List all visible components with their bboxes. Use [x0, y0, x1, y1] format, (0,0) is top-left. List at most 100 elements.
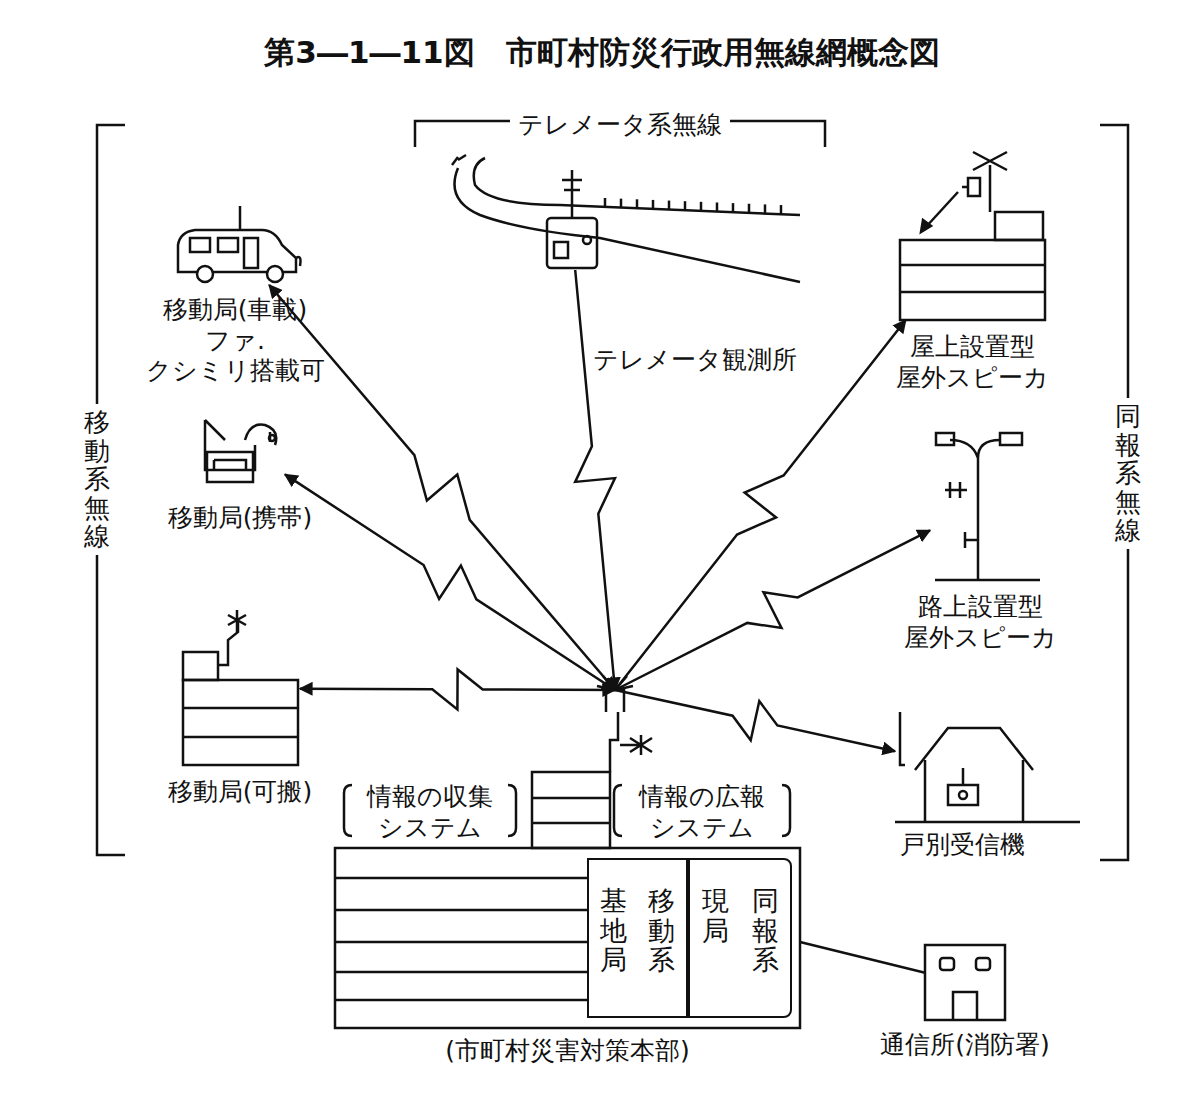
group-label: テレメータ系無線 — [510, 110, 730, 141]
station-box: 同報系現局 — [688, 858, 792, 1018]
car-icon — [178, 206, 301, 282]
portable-station-icon-part — [228, 610, 246, 632]
telemetry-icon-part — [474, 158, 800, 215]
street-speaker-icon-part — [936, 433, 954, 445]
house-icon-part — [925, 760, 1023, 822]
street-speaker-icon-part — [1000, 433, 1022, 445]
system-label: 情報の広報 システム — [639, 782, 765, 843]
tick-marks-part — [780, 205, 783, 214]
station-caption: 路上設置型 屋外スピーカ — [904, 592, 1057, 653]
portable-station-icon-part — [183, 652, 218, 680]
telemetry-icon-part — [554, 242, 568, 258]
car-icon-part — [267, 266, 283, 282]
station-node: 移動局(可搬) — [180, 612, 300, 765]
fire-station-icon-part — [925, 945, 1005, 1020]
tick-marks-part — [732, 203, 735, 212]
vertical-label: 現局 — [702, 886, 729, 945]
handheld-icon-part — [269, 435, 275, 441]
station-caption: 通信所(消防署) — [880, 1030, 1050, 1061]
portable-station-icon-part — [183, 680, 298, 765]
station-caption: テレメータ観測所 — [593, 345, 797, 376]
roof-speaker-icon-part — [962, 178, 980, 196]
hq-building-part — [532, 798, 610, 823]
vertical-label: 移動系 — [648, 886, 675, 975]
station-node: (市町村災害対策本部)移動系基地局同報系現局 — [335, 690, 800, 1028]
tick-marks-part — [700, 202, 703, 211]
station-node: 屋上設置型 屋外スピーカ — [900, 150, 1045, 320]
fire-station-icon — [925, 945, 1005, 1020]
roof-speaker-icon-part — [995, 212, 1043, 240]
telemetry-icon-part — [583, 236, 591, 244]
tick-marks-part — [764, 204, 767, 213]
car-icon-part — [239, 206, 242, 230]
station-caption: 移動局(車載) ファ.クシミリ搭載可 — [146, 295, 325, 387]
telemetry-icon — [452, 155, 800, 282]
street-speaker-icon-part — [950, 440, 1000, 580]
handheld-icon-part — [214, 460, 246, 470]
title: 第3―1―11図 市町村防災行政用無線網概念図 — [264, 32, 939, 74]
station-node: 通信所(消防署) — [925, 945, 1005, 1020]
telemetry-icon-part — [452, 155, 466, 165]
roof-speaker-icon-part — [925, 192, 958, 228]
house-icon-part — [962, 768, 965, 785]
vertical-label: 基地局 — [600, 886, 627, 975]
radio-link — [615, 320, 906, 690]
portable-station-icon-part — [183, 708, 298, 737]
street-speaker-icon-part — [945, 482, 967, 498]
roof-speaker-icon-part — [900, 240, 1045, 320]
station-node: テレメータ観測所 — [545, 212, 600, 270]
street-speaker-icon-part — [965, 532, 977, 548]
roof-speaker-icon-part — [973, 152, 1007, 212]
group-label: 移動系無線 — [84, 404, 110, 555]
radio-link — [285, 474, 615, 690]
station-caption: 戸別受信機 — [900, 830, 1025, 861]
tick-marks-part — [668, 201, 671, 210]
vertical-label: 同報系 — [752, 886, 779, 975]
telemetry-icon-part — [454, 168, 800, 282]
hq-building-part — [606, 690, 624, 772]
system-label: 情報の収集 システム — [367, 782, 493, 843]
tick-marks-part — [748, 204, 751, 213]
bracket-part — [508, 785, 516, 836]
station-node: 戸別受信機 — [895, 712, 1030, 820]
car-icon-part — [197, 266, 213, 282]
station-caption: 移動局(可搬) — [168, 777, 313, 808]
car-icon-part — [218, 238, 238, 252]
street-speaker-icon-part — [935, 579, 1040, 582]
radio-link — [575, 270, 615, 690]
handheld-icon-part — [207, 452, 253, 482]
bracket-part — [782, 785, 790, 836]
tick-marks-part — [636, 199, 639, 208]
car-icon-part — [190, 238, 210, 252]
station-caption: 移動局(携帯) — [168, 503, 313, 534]
handheld-icon-part — [245, 425, 276, 445]
fire-station-icon-part — [940, 958, 954, 970]
tick-marks-part — [604, 198, 607, 207]
tick-marks-part — [652, 200, 655, 209]
fire-station-icon-part — [953, 992, 977, 1020]
car-icon-part — [296, 257, 301, 266]
bracket-part — [614, 785, 622, 836]
group-label: 同報系無線 — [1115, 398, 1141, 549]
hq-building — [335, 676, 800, 1028]
station-node: 移動局(車載) ファ.クシミリ搭載可 — [170, 205, 300, 285]
house-icon-part — [915, 728, 1033, 770]
fire-station-icon-part — [976, 958, 990, 970]
portable-station-icon-part — [218, 618, 238, 665]
tick-marks-part — [716, 202, 719, 211]
radio-link — [615, 690, 895, 751]
station-node: 路上設置型 屋外スピーカ — [930, 430, 1030, 580]
house-icon-part — [948, 785, 978, 805]
tick-marks-part — [684, 201, 687, 210]
tick-marks — [605, 198, 781, 214]
house-icon-part — [895, 821, 1080, 824]
radio-link — [615, 530, 930, 690]
hq-building-part — [335, 848, 800, 1028]
bracket-part — [344, 785, 352, 836]
house-icon — [895, 712, 1080, 822]
hq-building-part — [620, 735, 652, 755]
wire-link — [800, 942, 925, 973]
hq-building-part — [532, 772, 610, 848]
